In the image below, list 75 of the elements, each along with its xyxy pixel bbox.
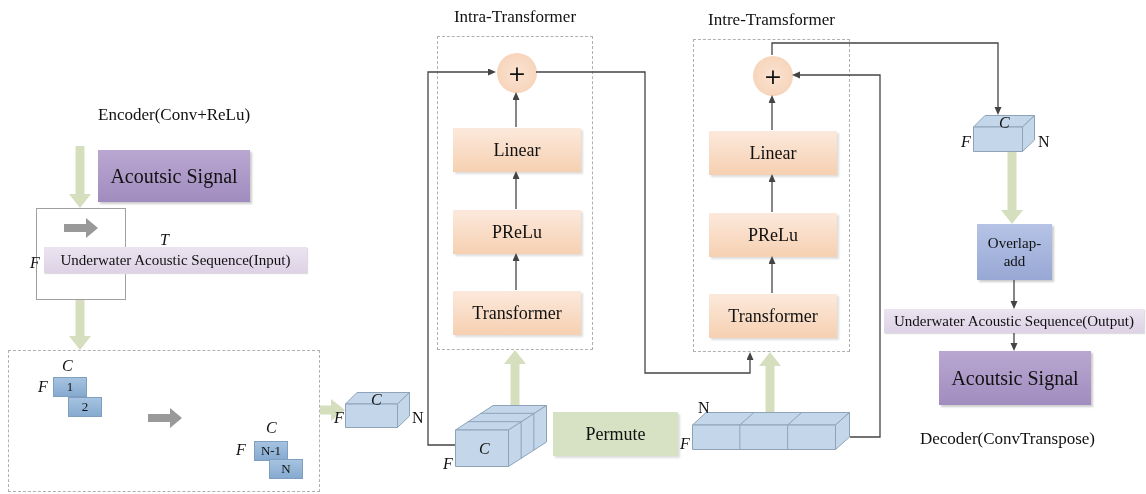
operation-box — [553, 412, 678, 456]
dimension-label: F — [680, 436, 690, 452]
arrow — [535, 71, 754, 374]
dimension-label: T — [160, 232, 169, 248]
node-label: Acoutsic Signal — [951, 366, 1079, 390]
dimension-label: F — [334, 410, 344, 426]
dimension-label: F — [961, 134, 971, 150]
node-label: Linear — [749, 142, 797, 164]
dimension-label: N — [698, 400, 710, 416]
arrow — [1010, 279, 1018, 309]
arrow — [512, 171, 520, 210]
node-label: Permute — [585, 423, 646, 445]
process-box — [709, 131, 837, 175]
chunk-block — [269, 459, 303, 479]
dimension-label: C — [62, 358, 73, 374]
node-label: PReLu — [748, 224, 798, 246]
arrow — [512, 92, 520, 128]
dimension-label: N — [412, 410, 424, 426]
node-label: 1 — [66, 379, 74, 395]
dimension-label: N — [1038, 134, 1050, 150]
signal-box — [98, 150, 250, 202]
sum-node — [497, 53, 537, 93]
node-label: Underwater Acoustic Sequence(Output) — [894, 312, 1134, 330]
dimension-label: F — [443, 456, 453, 472]
arrow — [1010, 332, 1018, 351]
process-box — [453, 210, 581, 254]
node-label: Transformer — [728, 305, 818, 327]
node-label: + — [763, 63, 783, 89]
node-label: PReLu — [492, 221, 542, 243]
chunk-block — [254, 441, 288, 461]
node-label: Acoutsic Signal — [110, 164, 238, 188]
dimension-label: C — [479, 441, 490, 457]
node-label: N — [281, 461, 291, 477]
process-box — [709, 294, 837, 338]
dimension-label: F — [38, 379, 48, 395]
signal-box — [939, 351, 1091, 405]
arrow — [768, 95, 776, 131]
node-label: 2 — [81, 399, 89, 415]
arrow — [792, 71, 881, 438]
node-label: Underwater Acoustic Sequence(Input) — [60, 251, 291, 269]
arrow — [427, 68, 496, 446]
node-label: Transformer — [472, 302, 562, 324]
module-title: Intre-Tramsformer — [707, 10, 836, 30]
arrow — [768, 174, 776, 213]
process-box — [977, 224, 1052, 280]
process-box — [453, 128, 581, 172]
arrow — [771, 42, 1002, 115]
dimension-label: C — [371, 392, 382, 408]
section-title: Decoder(ConvTranspose) — [920, 430, 1095, 447]
arrow — [768, 256, 776, 294]
node-label: N-1 — [260, 443, 282, 459]
arrow — [512, 253, 520, 291]
sequence-band — [44, 247, 307, 273]
node-label: + — [507, 60, 527, 86]
dimension-label: C — [999, 115, 1010, 131]
chunk-block — [53, 377, 87, 397]
block-arrow — [759, 352, 781, 412]
section-title: Encoder(Conv+ReLu) — [98, 106, 251, 123]
sum-node — [753, 56, 793, 96]
dimension-label: C — [266, 420, 277, 436]
sequence-band — [884, 309, 1144, 333]
node-label: Overlap- add — [986, 234, 1043, 270]
block-arrow — [320, 399, 345, 421]
block-arrow — [1001, 152, 1023, 224]
chunk-group-frame — [8, 350, 320, 492]
block-arrow — [69, 300, 91, 350]
process-box — [709, 213, 837, 257]
module-title: Intra-Transformer — [452, 7, 578, 27]
node-label: Linear — [493, 139, 541, 161]
process-box — [453, 291, 581, 335]
dimension-label: F — [236, 442, 246, 458]
dimension-label: F — [30, 255, 40, 271]
block-arrow — [69, 146, 91, 208]
block-arrow — [504, 350, 526, 405]
chunk-block — [68, 397, 102, 417]
